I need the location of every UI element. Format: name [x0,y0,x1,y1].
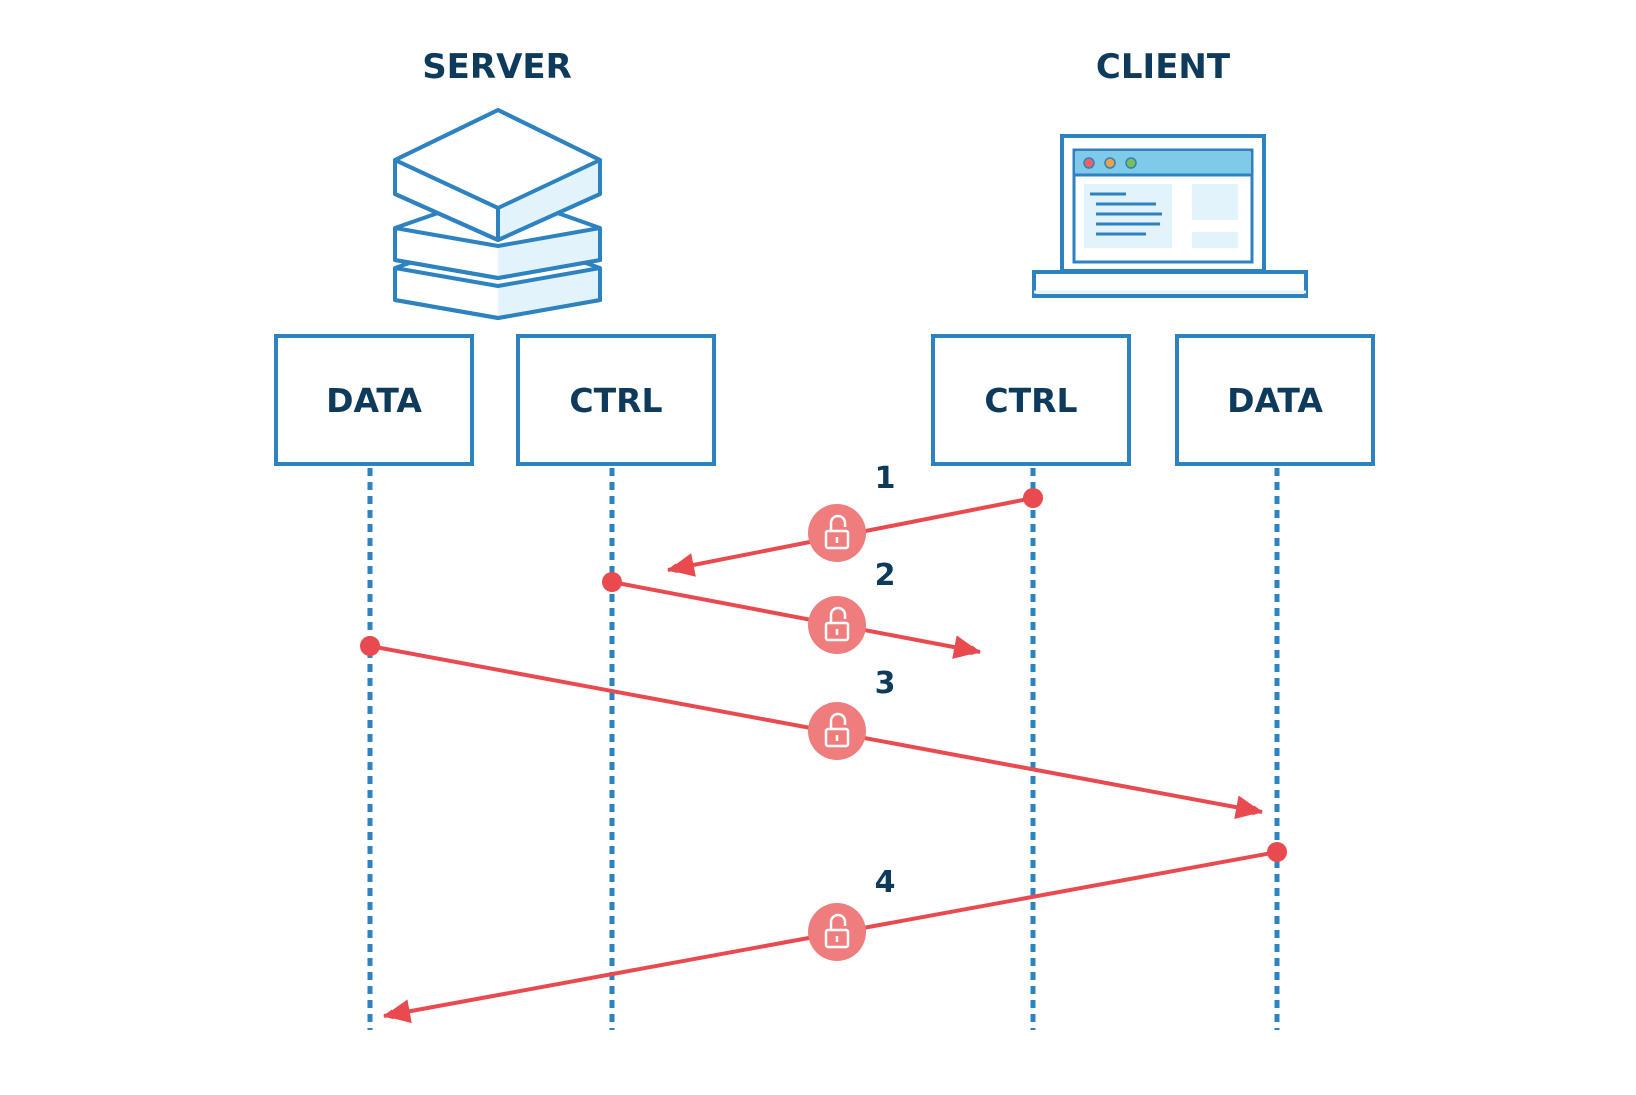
lane-server-ctrl: CTRL [516,334,716,1030]
message-origin-dot [602,572,622,592]
unlocked-padlock-icon [808,702,866,760]
message-origin-dot [1267,842,1287,862]
window-close-dot [1083,157,1095,169]
message-origin-dot [360,636,380,656]
message-2: 2 [602,558,981,659]
step-number: 4 [875,865,896,900]
lane-box [516,334,716,466]
lane-box [274,334,474,466]
message-3: 3 [360,636,1263,820]
message-origin-dot [1023,488,1043,508]
message-arrow [611,580,981,656]
lane-label: DATA [326,381,422,420]
step-number: 3 [875,666,896,701]
arrow-head [668,553,696,577]
server-stack-icon [393,108,602,320]
lane-label: CTRL [569,381,662,420]
window-maximize-dot [1125,157,1137,169]
lane-box [931,334,1131,466]
window-minimize-dot [1104,157,1116,169]
unlocked-padlock-icon [808,596,866,654]
lane-box [1175,334,1375,466]
message-1: 1 [667,461,1043,577]
message-4: 4 [383,842,1287,1024]
client-title: CLIENT [1096,47,1231,87]
lanes-layer: DATA CTRL CTRL DATA [274,334,1375,1030]
step-number: 1 [875,461,896,496]
lane-server-data: DATA [274,334,474,1030]
lane-label: DATA [1227,381,1323,420]
laptop-icon [1032,134,1308,298]
lane-client-ctrl: CTRL [931,334,1131,1030]
messages-layer: 1 2 3 4 [360,461,1287,1024]
arrow-head [384,999,412,1024]
arrow-head [952,635,980,659]
server-title: SERVER [422,47,572,87]
unlocked-padlock-icon [808,504,866,562]
lane-label: CTRL [984,381,1077,420]
step-number: 2 [875,558,896,593]
lane-client-data: DATA [1175,334,1375,1030]
arrow-head [1234,795,1262,820]
unlocked-padlock-icon [808,903,866,961]
